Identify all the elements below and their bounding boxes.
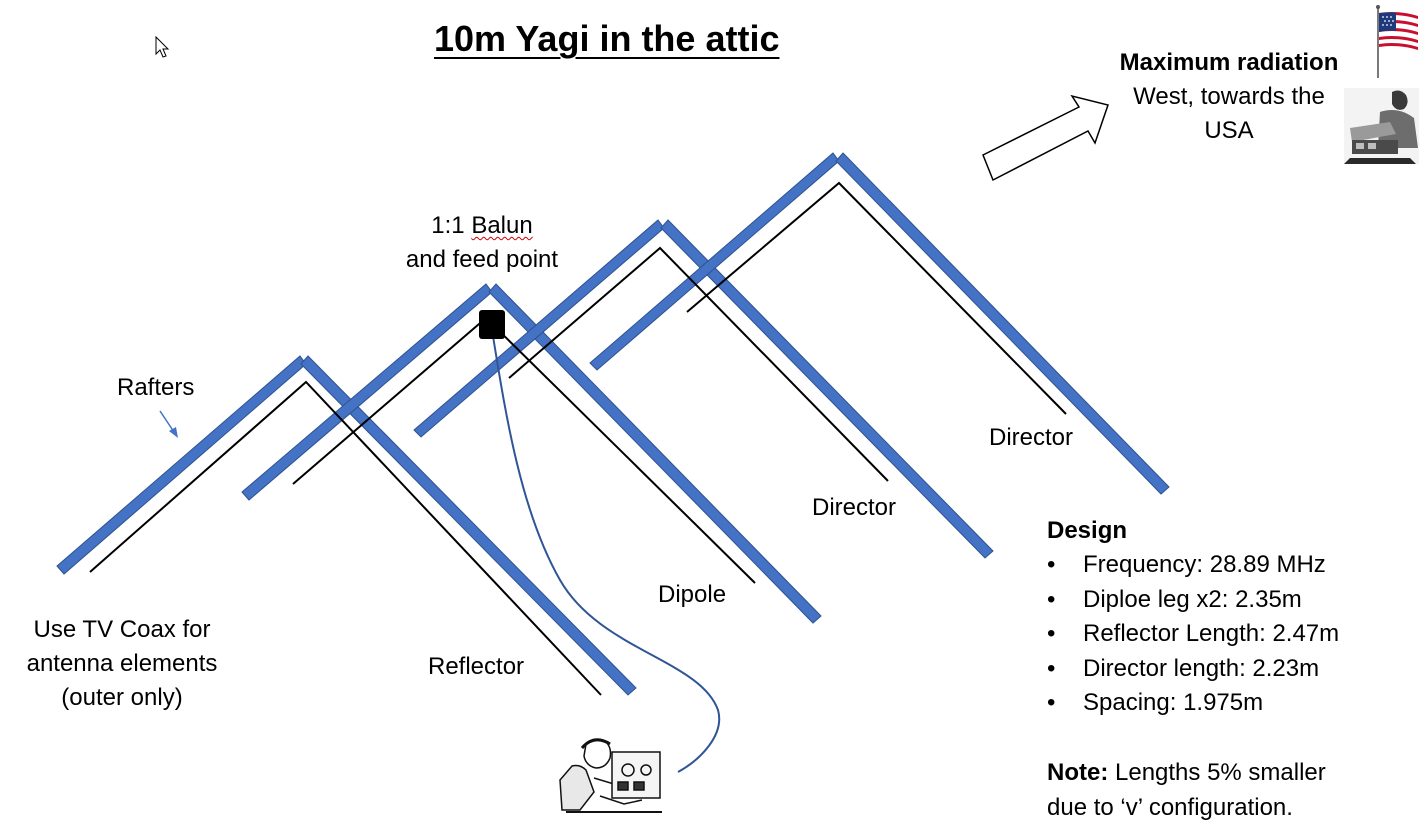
dipole-element — [293, 318, 755, 583]
design-item-dipole-leg: Diploe leg x2: 2.35m — [1047, 583, 1339, 618]
radiation-note: Maximum radiation West, towards the USA — [1106, 46, 1352, 148]
rafter-2-left — [242, 284, 492, 500]
dipole-label: Dipole — [658, 578, 726, 612]
cursor-icon — [156, 37, 168, 57]
rafters-label: Rafters — [117, 371, 194, 405]
radiation-line1: West, towards the — [1106, 80, 1352, 114]
balun-label: 1:1 Balun and feed point — [396, 209, 568, 277]
antenna-elements — [90, 183, 1066, 695]
director-2-label: Director — [989, 421, 1073, 455]
design-panel: Design Frequency: 28.89 MHz Diploe leg x… — [1047, 514, 1339, 721]
design-note: Note: Lengths 5% smaller due to ‘v’ conf… — [1047, 756, 1326, 825]
rafters-arrow — [160, 411, 178, 438]
page-title: 10m Yagi in the attic — [434, 18, 779, 60]
radio-operator-icon — [560, 739, 662, 812]
design-list: Frequency: 28.89 MHz Diploe leg x2: 2.35… — [1047, 548, 1339, 721]
balun-label-line2: and feed point — [396, 243, 568, 277]
rafter-4-left — [590, 153, 839, 370]
coax-note-line3: (outer only) — [12, 681, 232, 715]
note-line1: Lengths 5% smaller — [1108, 759, 1325, 786]
design-heading: Design — [1047, 514, 1339, 548]
radiation-heading: Maximum radiation — [1106, 46, 1352, 80]
balun-box — [479, 310, 505, 339]
note-label: Note: — [1047, 759, 1108, 786]
operator-photo-icon — [1344, 88, 1419, 164]
coax-note-line1: Use TV Coax for — [12, 613, 232, 647]
reflector-label: Reflector — [428, 650, 524, 684]
design-item-frequency: Frequency: 28.89 MHz — [1047, 548, 1339, 583]
coax-note-line2: antenna elements — [12, 647, 232, 681]
balun-label-ratio: 1:1 — [431, 212, 464, 239]
design-item-spacing: Spacing: 1.975m — [1047, 686, 1339, 721]
radiation-arrow — [983, 96, 1108, 180]
us-flag-icon — [1376, 5, 1418, 78]
radiation-line2: USA — [1106, 114, 1352, 148]
design-item-reflector-length: Reflector Length: 2.47m — [1047, 617, 1339, 652]
coax-note: Use TV Coax for antenna elements (outer … — [12, 613, 232, 715]
balun-label-word: Balun — [471, 212, 532, 239]
director-1-label: Director — [812, 491, 896, 525]
design-item-director-length: Director length: 2.23m — [1047, 652, 1339, 687]
